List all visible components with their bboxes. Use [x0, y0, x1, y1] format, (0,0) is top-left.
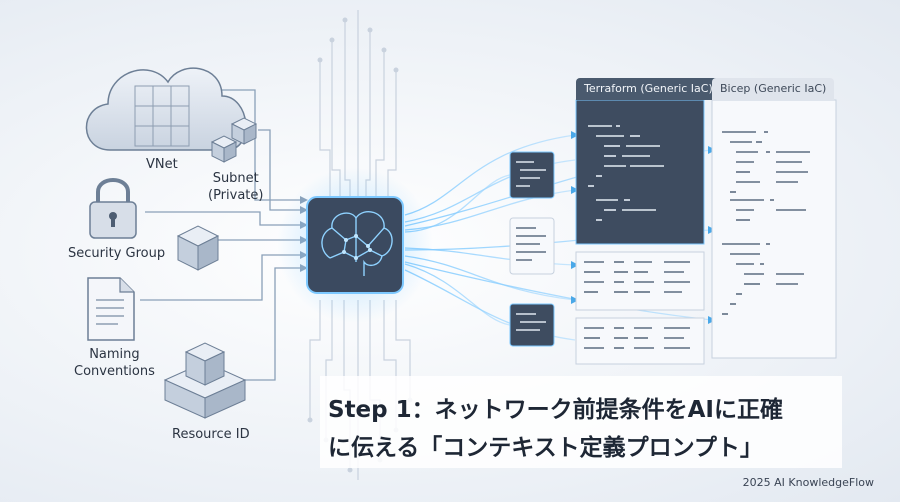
terraform-code-panel: [575, 99, 705, 245]
cloud-icon: [85, 67, 247, 151]
caption-line-2: に伝える「コンテキスト定義プロンプト」: [328, 435, 763, 461]
cube-icon: [176, 225, 220, 271]
server-icon: [163, 342, 247, 419]
document-icon: [87, 277, 135, 341]
subnet-label-line2: (Private): [208, 188, 264, 203]
lock-icon: [89, 178, 137, 239]
bicep-code-panel: [711, 99, 837, 359]
step-caption: Step 1：ネットワーク前提条件をAIに正確 に伝える「コンテキスト定義プロン…: [320, 376, 842, 468]
tab-terraform: Terraform (Generic IaC): [576, 78, 721, 100]
snippet-card: [509, 151, 555, 199]
snippet-card: [509, 217, 555, 275]
subnet-label-line1: Subnet: [212, 171, 259, 186]
ai-brain-icon: [306, 196, 404, 294]
subnet-label: Subnet (Private): [208, 170, 263, 204]
naming-label-line2: Conventions: [74, 364, 155, 379]
naming-label-line1: Naming: [89, 347, 140, 362]
terraform-table-panel: [575, 251, 705, 311]
naming-conventions-label: Naming Conventions: [74, 346, 155, 380]
security-group-label: Security Group: [68, 246, 166, 261]
vnet-label: VNet: [146, 157, 178, 172]
snippet-card: [509, 303, 555, 347]
footer-credit: 2025 AI KnowledgeFlow: [742, 476, 874, 489]
tab-bicep: Bicep (Generic IaC): [712, 78, 835, 100]
caption-line-1: Step 1：ネットワーク前提条件をAIに正確: [328, 397, 783, 423]
terraform-table-panel: [575, 317, 705, 365]
resource-id-label: Resource ID: [172, 427, 250, 442]
cube-icon: [210, 117, 258, 163]
